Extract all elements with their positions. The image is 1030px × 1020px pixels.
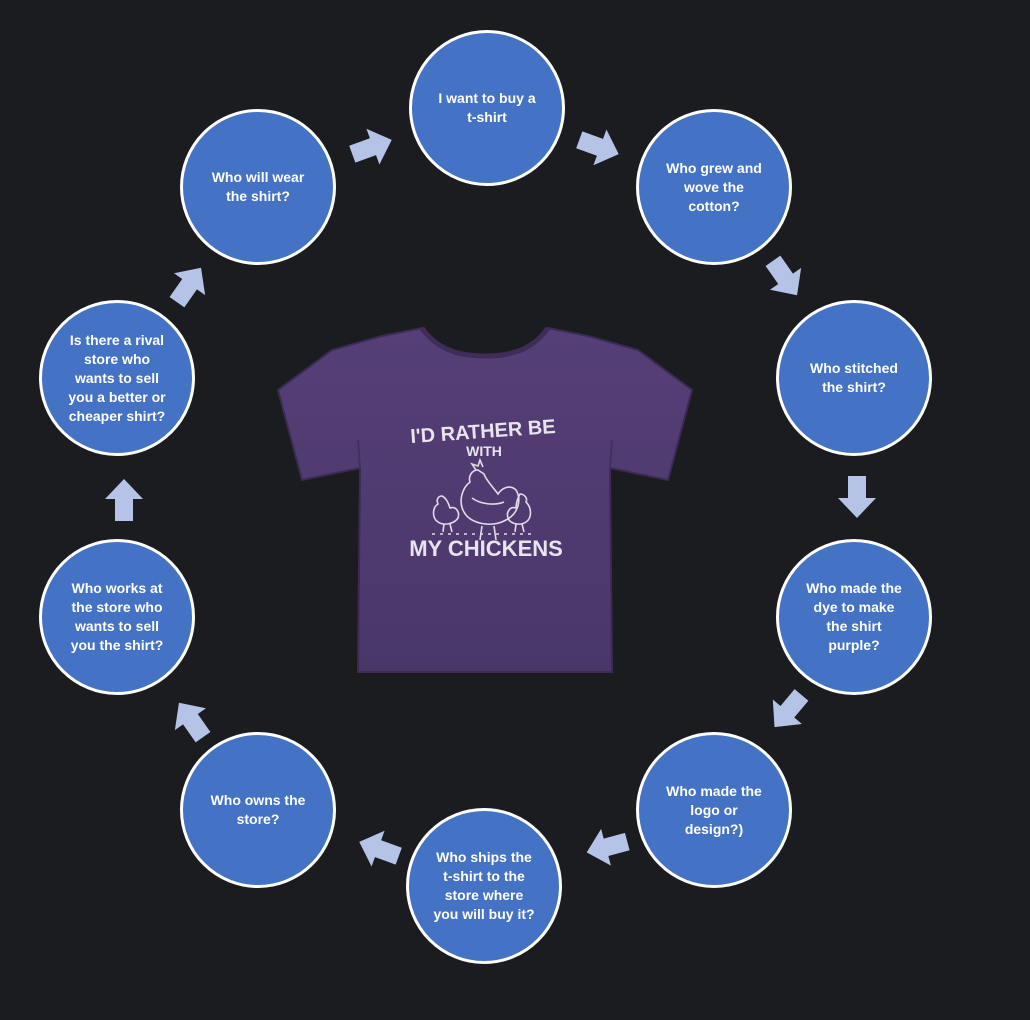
arrow-icon xyxy=(834,474,880,520)
arrow-icon xyxy=(157,253,221,317)
node-wear: Who will wear the shirt? xyxy=(180,109,336,265)
arrow-icon xyxy=(350,820,409,879)
arrow-icon xyxy=(159,688,223,752)
arrow-icon xyxy=(579,819,635,875)
node-label: Who made the logo or design?) xyxy=(666,782,762,837)
chickens-illustration xyxy=(432,457,536,541)
node-label: I want to buy a t-shirt xyxy=(438,90,536,125)
node-label: Who grew and wove the cotton? xyxy=(666,159,762,214)
node-label: Is there a rival store who wants to sell… xyxy=(68,331,166,424)
node-label: Who made the dye to make the shirt purpl… xyxy=(806,580,902,653)
shirt-print-line2: WITH xyxy=(466,443,502,459)
node-works-store: Who works at the store who wants to sell… xyxy=(39,539,195,695)
node-logo: Who made the logo or design?) xyxy=(636,732,792,888)
tshirt-image: I'D RATHER BE WITH MY CHICKENS xyxy=(272,320,698,680)
node-label: Who stitched the shirt? xyxy=(810,360,898,395)
shirt-print-line3: MY CHICKENS xyxy=(409,536,563,561)
node-label: Who will wear the shirt? xyxy=(211,169,305,204)
node-ships: Who ships the t-shirt to the store where… xyxy=(406,808,562,964)
arrow-icon xyxy=(756,679,821,744)
node-buy-tshirt: I want to buy a t-shirt xyxy=(409,30,565,186)
node-cotton: Who grew and wove the cotton? xyxy=(636,109,792,265)
tshirt-icon: I'D RATHER BE WITH MY CHICKENS xyxy=(276,326,694,673)
node-dye: Who made the dye to make the shirt purpl… xyxy=(776,539,932,695)
arrow-icon xyxy=(753,246,817,310)
node-label: Who ships the t-shirt to the store where… xyxy=(433,849,535,922)
node-label: Who owns the store? xyxy=(210,792,306,827)
node-label: Who works at the store who wants to sell… xyxy=(70,580,164,653)
arrow-icon xyxy=(101,477,147,523)
arrow-icon xyxy=(343,118,402,177)
node-owns-store: Who owns the store? xyxy=(180,732,336,888)
arrow-icon xyxy=(570,118,629,177)
node-stitched: Who stitched the shirt? xyxy=(776,300,932,456)
node-rival-store: Is there a rival store who wants to sell… xyxy=(39,300,195,456)
